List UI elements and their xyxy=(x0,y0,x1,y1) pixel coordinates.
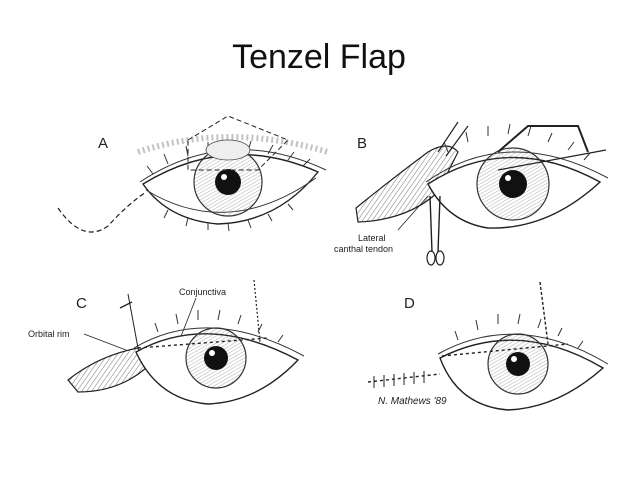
flap-curve-a xyxy=(57,191,147,233)
panel-a: A xyxy=(57,115,329,233)
illustrator-signature: N. Mathews '89 xyxy=(378,396,447,407)
slide-title: Tenzel Flap xyxy=(232,38,406,76)
panel-d: D N. Mathews '89 xyxy=(367,281,609,411)
flap-c xyxy=(67,347,147,393)
surgical-illustration: A B xyxy=(28,115,609,411)
lateral-canthal-label-line2: canthal tendon xyxy=(334,244,393,254)
panel-d-letter: D xyxy=(404,295,415,312)
panel-c-letter: C xyxy=(76,295,87,312)
panel-c: C Conjunctiva Orbital rim xyxy=(28,279,305,405)
panel-b: B Lateral canthal tendon xyxy=(334,121,609,266)
conjunctiva-label: Conjunctiva xyxy=(179,287,226,297)
panel-b-letter: B xyxy=(357,135,367,152)
lateral-canthal-label-line1: Lateral xyxy=(358,233,386,243)
incision-outline-a xyxy=(187,115,289,171)
orbital-rim-label: Orbital rim xyxy=(28,329,70,339)
suture-line-vertical xyxy=(539,281,549,345)
flap-b xyxy=(355,145,459,223)
panel-a-letter: A xyxy=(98,135,108,152)
